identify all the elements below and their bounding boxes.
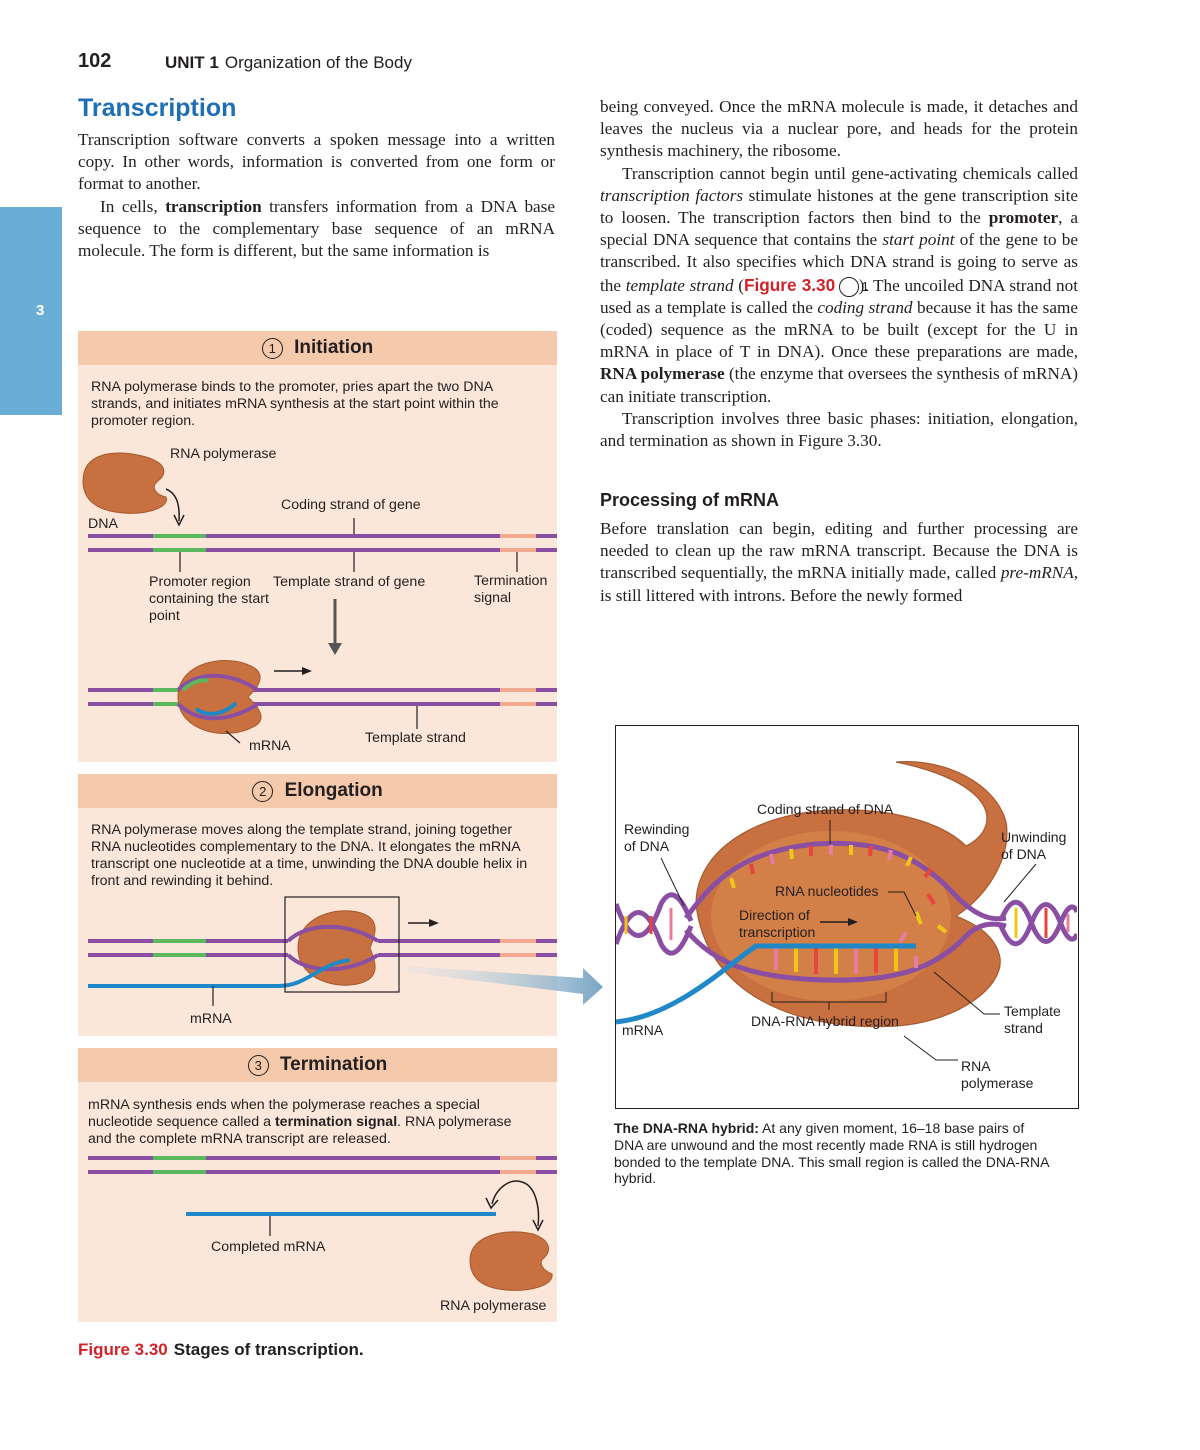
column-2-text-lower: Before translation can begin, editing an… bbox=[600, 518, 1078, 607]
figure-number: Figure 3.30 bbox=[78, 1340, 168, 1359]
rna-polymerase-shape bbox=[178, 660, 261, 733]
detail-coding-strand-label: Coding strand of DNA bbox=[757, 801, 893, 818]
template-strand-label: Template strand bbox=[365, 730, 466, 747]
termination-diagram bbox=[78, 1048, 557, 1322]
promoter-label: Promoter region containing the start poi… bbox=[149, 574, 279, 625]
initiation-diagram bbox=[78, 331, 557, 762]
rna-polymerase-label: RNA polymerase bbox=[440, 1298, 546, 1315]
bold-term: RNA polymerase bbox=[600, 364, 725, 383]
completed-mrna-label: Completed mRNA bbox=[211, 1239, 325, 1256]
page-number: 102 bbox=[78, 50, 111, 73]
column-1-text: Transcription software converts a spoken… bbox=[78, 129, 555, 262]
mrna-label: mRNA bbox=[249, 738, 291, 755]
column-2-text: being conveyed. Once the mRNA molecule i… bbox=[600, 96, 1078, 452]
detail-template-strand-label: Template strand bbox=[1004, 1003, 1076, 1036]
paragraph: Transcription cannot begin until gene-ac… bbox=[600, 163, 1078, 408]
rna-nucleotides-label: RNA nucleotides bbox=[775, 883, 879, 900]
mrna-label: mRNA bbox=[190, 1011, 232, 1028]
chapter-side-tab bbox=[0, 207, 62, 415]
figure-title: Stages of transcription. bbox=[174, 1340, 364, 1359]
chapter-tab-number: 3 bbox=[36, 302, 44, 319]
detail-mrna-label: mRNA bbox=[622, 1022, 663, 1039]
italic-term: start point bbox=[882, 230, 954, 249]
coding-strand-label: Coding strand of gene bbox=[281, 497, 421, 514]
bold-term: promoter bbox=[989, 208, 1058, 227]
section-heading: Transcription bbox=[78, 94, 236, 123]
bold-term: transcription bbox=[165, 197, 261, 216]
italic-term: pre-mRNA bbox=[1001, 563, 1074, 582]
binding-arrow bbox=[166, 489, 179, 521]
step-number-circle: 1 bbox=[839, 277, 859, 297]
rna-polymerase-shape bbox=[298, 911, 375, 985]
unit-label: UNIT 1 bbox=[165, 53, 219, 72]
paragraph: Transcription software converts a spoken… bbox=[78, 129, 555, 196]
release-arrow bbox=[492, 1181, 538, 1226]
italic-term: transcription factors bbox=[600, 186, 743, 205]
figure-reference-link[interactable]: Figure 3.30 bbox=[744, 275, 835, 295]
rewinding-helix bbox=[616, 895, 691, 953]
unit-title: Organization of the Body bbox=[225, 53, 412, 72]
text-run: Transcription cannot begin until gene-ac… bbox=[622, 164, 1078, 183]
paragraph: Transcription involves three basic phase… bbox=[600, 408, 1078, 452]
detail-caption: The DNA-RNA hybrid: At any given moment,… bbox=[614, 1120, 1054, 1187]
running-header: UNIT 1 Organization of the Body bbox=[165, 53, 412, 73]
text-run: In cells, bbox=[100, 197, 165, 216]
paragraph: Before translation can begin, editing an… bbox=[600, 518, 1078, 607]
detail-diagram bbox=[616, 726, 1077, 1107]
text-run: ( bbox=[734, 276, 744, 295]
dna-label: DNA bbox=[88, 516, 118, 533]
template-strand-gene-label: Template strand of gene bbox=[273, 574, 425, 591]
italic-term: coding strand bbox=[817, 298, 912, 317]
italic-term: template strand bbox=[626, 276, 734, 295]
unwinding-helix bbox=[1001, 902, 1077, 944]
subheading: Processing of mRNA bbox=[600, 490, 779, 511]
unwinding-label: Unwinding of DNA bbox=[1001, 829, 1081, 862]
detail-rna-polymerase-label: RNA polymerase bbox=[961, 1058, 1051, 1091]
paragraph: In cells, transcription transfers inform… bbox=[78, 196, 555, 263]
caption-bold: The DNA-RNA hybrid: bbox=[614, 1120, 759, 1136]
rna-polymerase-shape bbox=[83, 453, 166, 513]
hybrid-region-label: DNA-RNA hybrid region bbox=[751, 1013, 899, 1030]
rewinding-label: Rewinding of DNA bbox=[624, 821, 704, 854]
direction-label: Direction of transcription bbox=[739, 907, 825, 940]
paragraph: being conveyed. Once the mRNA molecule i… bbox=[600, 96, 1078, 163]
rna-polymerase-label: RNA polymerase bbox=[170, 446, 276, 463]
zoom-connector-arrow bbox=[405, 950, 605, 1010]
termination-signal-label: Termination signal bbox=[474, 573, 554, 607]
rna-polymerase-shape bbox=[470, 1232, 552, 1291]
figure-caption: Figure 3.30 Stages of transcription. bbox=[78, 1340, 364, 1360]
